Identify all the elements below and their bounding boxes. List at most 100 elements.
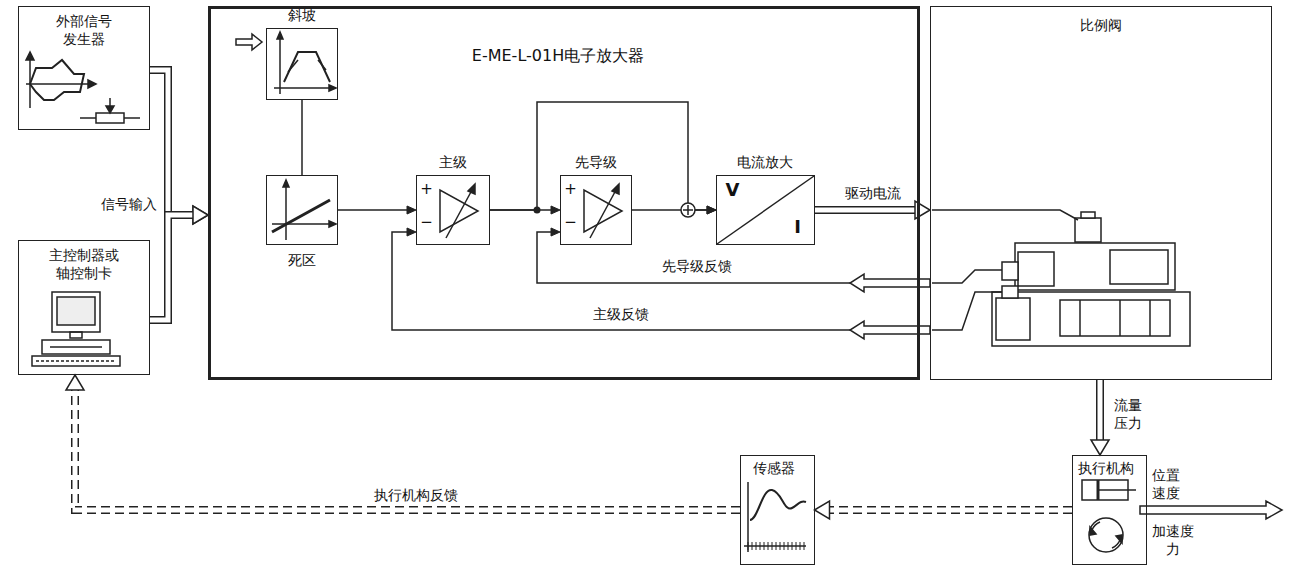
signal-line: [392, 232, 930, 330]
arrowhead: [815, 501, 830, 519]
tick-marks: [804, 542, 805, 550]
arrowhead: [707, 206, 716, 214]
node-heading: 死区: [262, 251, 342, 269]
connector: [1091, 380, 1109, 455]
node-heading: 执行机构: [1072, 459, 1140, 477]
signal-line: [338, 209, 407, 211]
signal-symbol: −: [564, 213, 578, 233]
valve-illustration: [1018, 252, 1054, 286]
connector-label: 主级反馈: [590, 305, 652, 323]
arrowhead: [1091, 440, 1109, 455]
tick-marks: [780, 542, 781, 550]
connector-label: 流量 压力: [1112, 396, 1144, 432]
amplifier-symbol: [440, 190, 478, 232]
signal-symbol: +: [420, 180, 434, 200]
valve-illustration: [1079, 300, 1081, 336]
amplifier-symbol: [446, 190, 472, 238]
valve-illustration: [992, 292, 1190, 346]
connector-label: 先导级反馈: [658, 257, 736, 275]
signal-symbol: +: [564, 180, 578, 200]
tick-marks: [756, 542, 757, 550]
valve-box: 比例阀: [930, 6, 1272, 380]
potentiometer-symbol: [80, 117, 96, 119]
tick-marks: [764, 542, 765, 550]
arrowhead: [193, 206, 208, 224]
tick-marks: [772, 542, 773, 550]
arrowhead: [707, 206, 716, 214]
signal-line: [537, 232, 930, 283]
tick-marks: [788, 542, 789, 550]
connector-outline: [150, 215, 193, 320]
amplifier-symbol: [612, 184, 619, 194]
arrowhead: [551, 228, 560, 236]
valve-illustration: [932, 210, 1190, 346]
arrowhead: [193, 206, 208, 224]
tick-marks: [796, 542, 797, 550]
valve-illustration: [1081, 212, 1095, 218]
ramp-graph: [288, 60, 298, 72]
ramp-graph: [274, 32, 336, 94]
tick-marks: [752, 542, 753, 550]
sensor-graph: [750, 490, 806, 520]
current-amp-box: 电流放大VI: [716, 175, 815, 245]
computer-icon: [32, 356, 120, 366]
summing-junction: [687, 205, 689, 215]
deadzone-box: 死区: [266, 175, 338, 245]
connector: [338, 206, 416, 214]
connector-label: 驱动电流: [842, 184, 904, 202]
connector-outline: [75, 390, 740, 510]
waveform-icon: [26, 52, 34, 60]
amplifier-symbol: [590, 190, 616, 238]
connector-label: 信号输入: [98, 195, 160, 213]
tick-marks: [784, 542, 785, 550]
output-label: 加速度 力: [1150, 522, 1196, 558]
connector: [815, 501, 1073, 519]
sensor-graph: [747, 482, 749, 552]
node-heading: 先导级: [546, 153, 646, 171]
summing-junction: [681, 203, 695, 217]
hollow-arrow: [1140, 501, 1282, 519]
computer-icon: [32, 292, 120, 366]
signal-symbol: −: [420, 213, 434, 233]
connector-fill: [150, 215, 193, 320]
computer-icon: [52, 292, 100, 332]
connector: [537, 228, 930, 283]
valve-illustration: [1060, 300, 1170, 336]
arrowhead: [707, 206, 716, 214]
node-heading: 外部信号 发生器: [52, 12, 116, 48]
node-heading: E-ME-L-01H电子放大器: [408, 46, 708, 67]
connector-fill: [815, 208, 915, 213]
arrowhead: [193, 206, 208, 224]
signal-line: [301, 100, 303, 175]
signal-symbol: I: [788, 215, 808, 238]
valve-illustration: [932, 292, 1002, 330]
valve-illustration: [1015, 243, 1175, 290]
valve-illustration: [932, 210, 1078, 220]
deadzone-graph: [329, 221, 336, 227]
arrowhead: [551, 206, 560, 214]
tick-marks: [748, 542, 804, 550]
output-label: 位置 速度: [1150, 466, 1182, 502]
amplifier-symbol: [584, 190, 622, 232]
amplifier-symbol: [468, 184, 475, 194]
connector: [815, 201, 930, 219]
amplifier-housing: E-ME-L-01H电子放大器斜坡死区主级+−先导级+−电流放大VI: [208, 6, 920, 380]
main-stage-box: 主级+−: [416, 175, 490, 245]
connector-fill: [830, 508, 1073, 513]
deadzone-graph: [285, 184, 287, 240]
connectors: [66, 70, 1109, 519]
valve-illustration: [1149, 300, 1151, 336]
sensor-graph: [744, 482, 806, 552]
connector: [490, 102, 716, 214]
valve-illustration: [996, 298, 1030, 340]
waveform-icon: [30, 60, 84, 100]
sensor-box: 传感器: [740, 455, 815, 565]
connector-outline: [830, 506, 1073, 514]
pilot-stage-box: 先导级+−: [560, 175, 632, 245]
valve-illustration: [932, 270, 1002, 283]
deadzone-graph: [272, 223, 332, 225]
ramp-graph: [279, 36, 281, 94]
ramp-box: 斜坡: [266, 28, 338, 100]
